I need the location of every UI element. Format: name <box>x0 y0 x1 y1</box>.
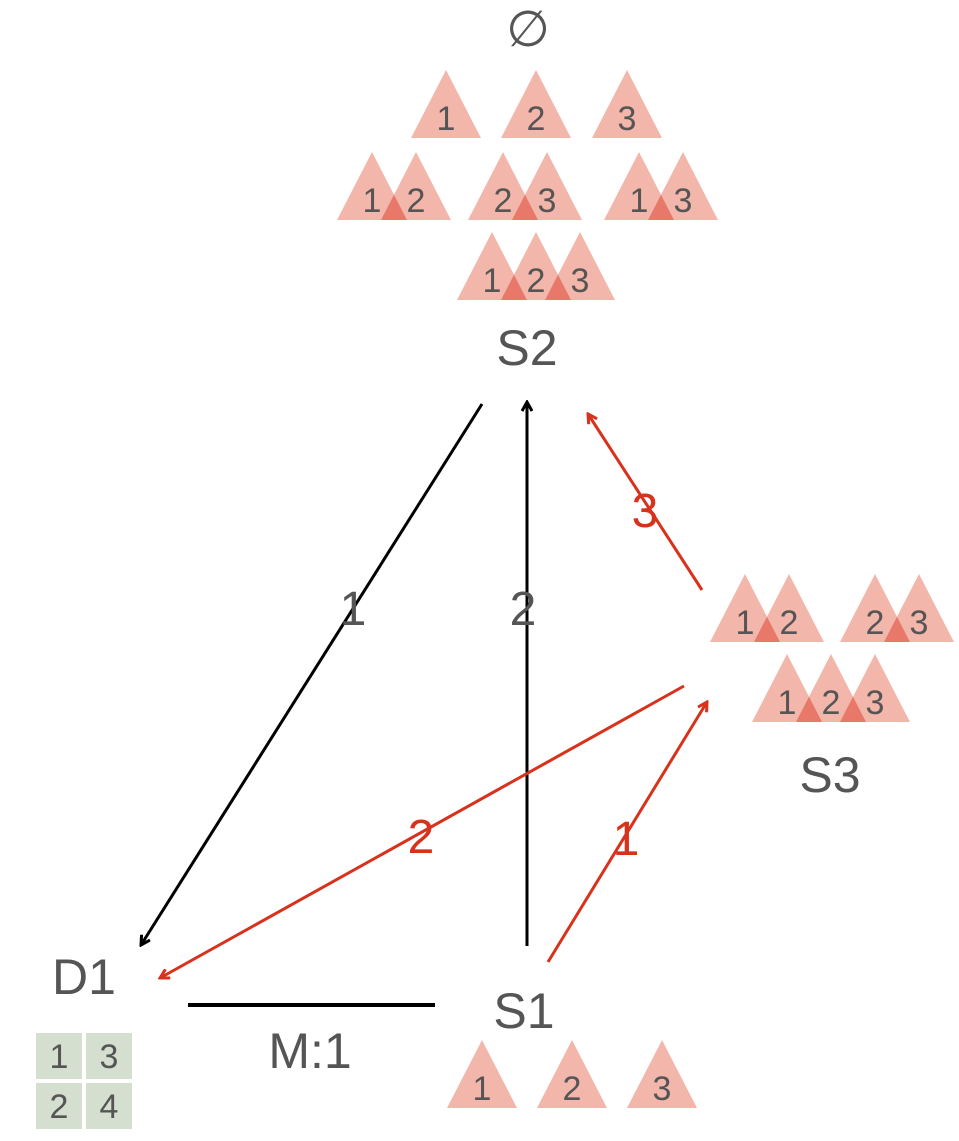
triangle-shape <box>840 574 910 642</box>
edge-s1-s3-label: 1 <box>613 813 640 866</box>
triangle-shape <box>411 70 481 138</box>
triangle-overlap <box>545 274 571 300</box>
triangle-label: 3 <box>618 100 637 138</box>
edge-s1-to-s3 <box>546 702 707 963</box>
d1-grid-value: 4 <box>100 1088 119 1126</box>
triangle-label: 3 <box>910 604 929 642</box>
triangle-shape <box>592 70 662 138</box>
node-d1-label: D1 <box>52 949 116 1005</box>
triangle-shape <box>468 152 538 220</box>
triangle-shape <box>457 232 527 300</box>
triangle-shape <box>648 152 718 220</box>
edge-s3-s2-label: 3 <box>632 485 659 538</box>
triangle-group: 1 <box>447 1040 517 1108</box>
triangle-group: 2 <box>537 1040 607 1108</box>
node-s1-label: S1 <box>493 983 554 1039</box>
triangle-shape <box>545 232 615 300</box>
triangle-label: 2 <box>527 100 546 138</box>
triangle-shape <box>447 1040 517 1108</box>
triangle-overlap <box>840 696 866 722</box>
edge-s2-d1-label: 1 <box>340 583 367 636</box>
triangle-label: 2 <box>527 262 546 300</box>
triangle-overlap <box>884 616 910 642</box>
triangle-label: 1 <box>483 262 502 300</box>
edge-s3-d1-label: 2 <box>408 811 435 864</box>
triangle-shape <box>796 654 866 722</box>
triangle-group: 2 <box>501 70 571 138</box>
triangle-label: 1 <box>736 604 755 642</box>
triangle-label: 3 <box>653 1070 672 1108</box>
d1-grid-value: 2 <box>50 1088 69 1126</box>
triangle-shape <box>501 232 571 300</box>
triangle-group: 3 <box>627 1040 697 1108</box>
d1-grid-cell <box>86 1033 132 1079</box>
empty-set-label: ∅ <box>506 1 550 57</box>
d1-grid: 1 3 2 4 <box>36 1033 132 1129</box>
triangle-label: 2 <box>407 182 426 220</box>
triangle-label: 1 <box>778 684 797 722</box>
triangle-shape <box>754 574 824 642</box>
triangle-group: 1 <box>411 70 481 138</box>
node-s3-label: S3 <box>799 747 860 803</box>
triangle-overlap <box>512 194 538 220</box>
triangle-label: 1 <box>363 182 382 220</box>
triangle-label: 2 <box>494 182 513 220</box>
triangle-label: 3 <box>866 684 885 722</box>
d1-grid-cell <box>36 1033 82 1079</box>
triangle-shape <box>604 152 674 220</box>
triangle-overlap <box>381 194 407 220</box>
triangle-shape <box>884 574 954 642</box>
triangle-overlap <box>501 274 527 300</box>
triangle-shape <box>512 152 582 220</box>
triangle-label: 3 <box>538 182 557 220</box>
triangle-label: 1 <box>437 100 456 138</box>
d1-grid-value: 1 <box>50 1038 69 1076</box>
triangle-shape <box>752 654 822 722</box>
triangle-shape <box>337 152 407 220</box>
triangle-shape <box>501 70 571 138</box>
triangle-label: 2 <box>563 1070 582 1108</box>
triangle-label: 3 <box>571 262 590 300</box>
triangle-label: 2 <box>780 604 799 642</box>
node-s2-label: S2 <box>496 320 557 376</box>
triangle-group: 3 <box>592 70 662 138</box>
triangle-shape <box>537 1040 607 1108</box>
triangle-overlap <box>754 616 780 642</box>
triangle-label: 2 <box>822 684 841 722</box>
d1-grid-value: 3 <box>100 1038 119 1076</box>
edge-s1-s2-label: 2 <box>510 583 537 636</box>
triangle-shape <box>840 654 910 722</box>
edge-s3-to-d1 <box>160 684 685 978</box>
d1-grid-cell <box>86 1083 132 1129</box>
triangle-label: 3 <box>674 182 693 220</box>
d1-grid-cell <box>36 1083 82 1129</box>
edge-s1-d1-label: M:1 <box>268 1023 351 1079</box>
triangle-shape <box>381 152 451 220</box>
triangle-shape <box>710 574 780 642</box>
edge-s2-to-d1 <box>141 403 484 945</box>
triangle-label: 1 <box>630 182 649 220</box>
triangle-label: 2 <box>866 604 885 642</box>
triangle-label: 1 <box>473 1070 492 1108</box>
triangle-overlap <box>796 696 822 722</box>
triangle-shape <box>627 1040 697 1108</box>
triangle-overlap <box>648 194 674 220</box>
edge-s3-to-s2 <box>588 414 704 591</box>
